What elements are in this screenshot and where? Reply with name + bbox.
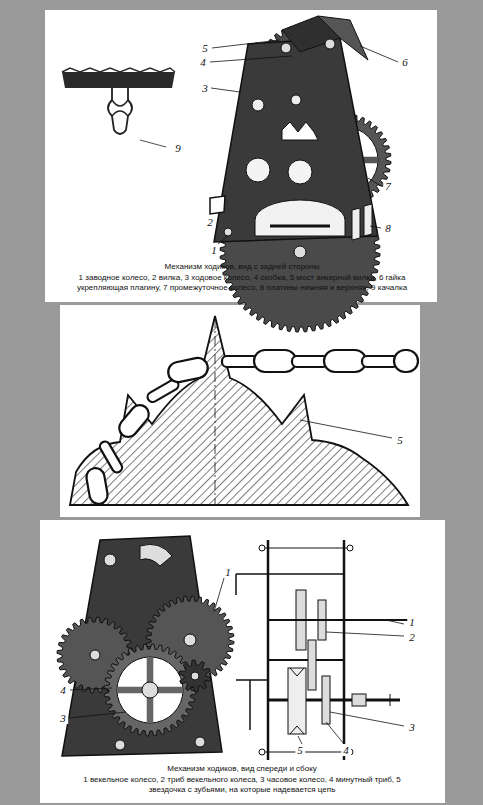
caption-text: 1 векельное колесо, 2 триб векельного ко…	[72, 775, 412, 795]
callout-number: 3	[200, 82, 210, 94]
rocker-part	[62, 68, 175, 147]
leader-lines	[70, 578, 224, 718]
callout-number: 8	[383, 222, 393, 234]
callout-number: 7	[383, 180, 393, 192]
caption-text: 1 заводное колесо, 2 вилка, 3 ходовое ко…	[72, 273, 412, 293]
callout-number: 5	[200, 42, 210, 54]
back-plate	[210, 16, 378, 244]
callout-number: 3	[58, 712, 68, 724]
callout-number: 4	[198, 56, 208, 68]
caption-text: Механизм ходиков, вид с задней стороны	[72, 262, 412, 272]
leader-lines	[210, 40, 398, 228]
gear-wheel	[104, 644, 196, 736]
caption-text: Механизм ходиков, вид спереди и сбоку	[72, 764, 412, 774]
callout-number: 1	[209, 244, 219, 256]
callout-number: 6	[400, 56, 410, 68]
callout-number: 9	[173, 142, 183, 154]
callout-number: 5	[395, 434, 405, 446]
callout-number: 2	[205, 216, 215, 228]
gear-wheel	[179, 660, 211, 692]
callout-number: 1	[223, 566, 233, 578]
callout-number: 3	[407, 721, 417, 733]
callout-number: 4	[58, 684, 68, 696]
side-view	[236, 540, 410, 760]
callout-number: 4	[341, 744, 351, 756]
callout-number: 1	[407, 616, 417, 628]
callout-number: 5	[295, 744, 305, 756]
sprocket-section	[70, 316, 418, 505]
callout-number: 2	[407, 631, 417, 643]
